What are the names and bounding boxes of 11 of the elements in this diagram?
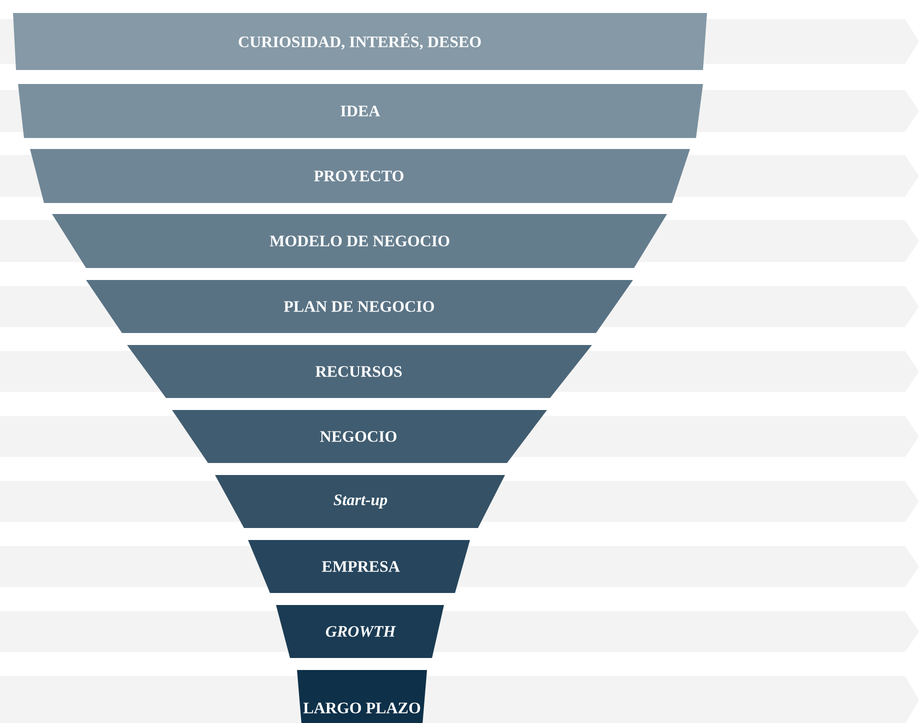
funnel-band: MODELO DE NEGOCIO (52, 214, 667, 268)
funnel-band: LARGO PLAZO (297, 670, 427, 723)
funnel-band: PROYECTO (30, 149, 690, 203)
funnel-band: RECURSOS (127, 345, 592, 398)
funnel-band: EMPRESA (248, 540, 470, 593)
funnel-band: NEGOCIO (172, 410, 547, 463)
funnel-band: PLAN DE NEGOCIO (86, 280, 633, 333)
funnel-band: CURIOSIDAD, INTERÉS, DESEO (13, 13, 707, 70)
funnel-band: IDEA (18, 84, 703, 138)
funnel-band: GROWTH (276, 604, 444, 658)
funnel-band: Start-up (215, 474, 505, 528)
